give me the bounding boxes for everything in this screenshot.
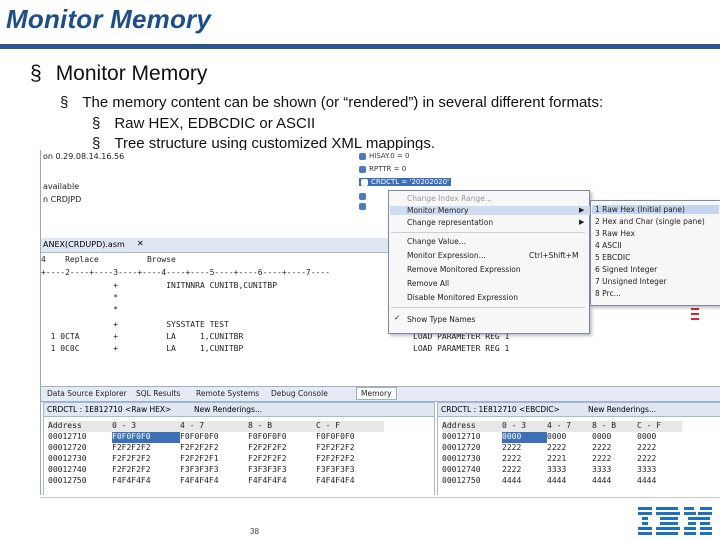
variable-icon bbox=[359, 202, 366, 210]
bullet-text: Raw HEX, EDBCDIC or ASCII bbox=[114, 115, 316, 132]
close-icon[interactable]: ✕ bbox=[137, 239, 144, 248]
tree-item[interactable] bbox=[359, 202, 369, 210]
submenu-item[interactable]: 4 ASCII bbox=[595, 241, 622, 250]
bullet-text: The memory content can be shown (or “ren… bbox=[82, 94, 604, 111]
submenu-arrow-icon: ▶ bbox=[579, 206, 585, 214]
submenu-item[interactable]: 5 EBCDIC bbox=[595, 253, 631, 262]
bullet-level3: § Tree structure using customized XML map… bbox=[92, 135, 435, 152]
tab-memory[interactable]: Memory bbox=[356, 387, 397, 400]
new-renderings-tab[interactable]: New Renderings... bbox=[588, 405, 657, 414]
code-comment: LOAD PARAMETER REG 1 bbox=[413, 332, 510, 341]
rendering-tab-bar: CRDCTL : 1E812710 <EBCDIC> New Rendering… bbox=[438, 403, 720, 417]
debugger-screenshot: on 0.29.08.14.16.56 available n CRDJPD H… bbox=[40, 150, 720, 495]
bullet-level3: § Raw HEX, EDBCDIC or ASCII bbox=[92, 115, 315, 132]
tab-data-source-explorer[interactable]: Data Source Explorer bbox=[47, 389, 127, 398]
menu-item-show-type-names[interactable]: Show Type Names bbox=[407, 315, 476, 324]
rendering-tab-bar: CRDCTL : 1E812710 <Raw HEX> New Renderin… bbox=[44, 403, 434, 417]
code-line: + INITNNRA CUNITB,CUNITBP bbox=[41, 281, 278, 290]
code-line: 1 0CTA + LA 1,CUNITBR bbox=[41, 332, 244, 341]
code-line: * bbox=[41, 305, 119, 314]
table-row[interactable]: 00012710 F0F0F0F0 F0F0F0F0 F0F0F0F0 F0F0… bbox=[48, 432, 355, 443]
table-row[interactable]: 00012750 4444 4444 4444 4444 bbox=[442, 476, 657, 485]
menu-item-disable-monitored-expression[interactable]: Disable Monitored Expression bbox=[407, 293, 519, 302]
tab-remote-systems[interactable]: Remote Systems bbox=[196, 389, 260, 398]
bullet-marker: § bbox=[60, 94, 69, 111]
tree-item[interactable] bbox=[359, 192, 369, 200]
submenu-item[interactable]: 3 Raw Hex bbox=[595, 229, 635, 238]
memory-table: Address 0 - 3 4 - 7 8 - B C - F 00012710… bbox=[442, 421, 682, 487]
rendering-submenu: 1 Raw Hex (Initial pane) 2 Hex and Char … bbox=[590, 200, 720, 306]
tab-debug-console[interactable]: Debug Console bbox=[271, 389, 328, 398]
menu-item-change-value[interactable]: Change Value... bbox=[407, 237, 466, 246]
menu-item-remove-all[interactable]: Remove All bbox=[407, 279, 450, 288]
footer-divider bbox=[40, 497, 720, 498]
code-line: 1 0C0C + LA 1,CUNITBP bbox=[41, 344, 244, 353]
info-line: available bbox=[43, 182, 80, 191]
context-menu: Change Index Range... Monitor Memory ▶ C… bbox=[388, 190, 592, 334]
menu-item-remove-monitored-expression[interactable]: Remove Monitored Expression bbox=[407, 265, 521, 274]
menu-item-monitor-memory[interactable]: Monitor Memory bbox=[390, 206, 592, 215]
bullet-marker: § bbox=[30, 62, 42, 85]
bullet-level1: § Monitor Memory bbox=[30, 62, 207, 86]
shortcut-label: Ctrl+Shift+M bbox=[529, 251, 579, 260]
bullet-text: Monitor Memory bbox=[55, 62, 208, 85]
bullet-marker: § bbox=[92, 115, 101, 132]
submenu-item[interactable]: 6 Signed Integer bbox=[595, 265, 658, 274]
memory-pane-right: CRDCTL : 1E812710 <EBCDIC> New Rendering… bbox=[437, 402, 720, 495]
ibm-logo bbox=[638, 507, 712, 535]
tab-sql-results[interactable]: SQL Results bbox=[136, 389, 181, 398]
rendering-tab-raw-hex[interactable]: CRDCTL : 1E812710 <Raw HEX> bbox=[47, 405, 172, 414]
menu-separator bbox=[391, 307, 585, 308]
new-renderings-tab[interactable]: New Renderings... bbox=[194, 405, 263, 414]
submenu-item[interactable]: 8 Prc... bbox=[595, 289, 621, 298]
code-line: + SYSSTATE TEST bbox=[41, 320, 229, 329]
checkmark-icon: ✓ bbox=[394, 313, 401, 322]
variables-tree: HISAY.0 = 0 RPTTR = 0 CRDCTL = '20202020… bbox=[341, 150, 681, 220]
table-row[interactable]: 00012730 2222 2221 2222 2222 bbox=[442, 454, 657, 463]
variable-icon bbox=[359, 192, 366, 200]
code-comment: LOAD PARAMETER REG 1 bbox=[413, 344, 510, 353]
variable-icon bbox=[359, 152, 366, 160]
slide-title: Monitor Memory bbox=[6, 4, 212, 34]
table-row[interactable]: 00012750 F4F4F4F4 F4F4F4F4 F4F4F4F4 F4F4… bbox=[48, 476, 355, 485]
memory-table: Address 0 - 3 4 - 7 8 - B C - F 00012710… bbox=[48, 421, 384, 487]
rendering-tab-ebcdic[interactable]: CRDCTL : 1E812710 <EBCDIC> bbox=[441, 405, 560, 414]
code-line: * bbox=[41, 293, 119, 302]
table-row[interactable]: 00012720 2222 2222 2222 2222 bbox=[442, 443, 657, 452]
menu-item-change-representation[interactable]: Change representation bbox=[407, 218, 494, 227]
memory-pane-left: CRDCTL : 1E812710 <Raw HEX> New Renderin… bbox=[43, 402, 435, 495]
table-row[interactable]: 00012740 2222 3333 3333 3333 bbox=[442, 465, 657, 474]
tree-item[interactable]: RPTTR = 0 bbox=[359, 165, 406, 173]
editor-ruler: +----2----+----3----+----4----+----5----… bbox=[41, 268, 330, 277]
menu-item-change-index-range[interactable]: Change Index Range... bbox=[407, 194, 493, 203]
page-number: 38 bbox=[250, 527, 259, 536]
submenu-item[interactable]: 2 Hex and Char (single pane) bbox=[595, 217, 705, 226]
overview-ruler bbox=[689, 300, 701, 360]
bullet-level2: § The memory content can be shown (or “re… bbox=[60, 94, 603, 111]
tree-item[interactable]: HISAY.0 = 0 bbox=[359, 152, 409, 160]
table-row[interactable]: 00012730 F2F2F2F2 F2F2F2F1 F2F2F2F2 F2F2… bbox=[48, 454, 355, 463]
menu-item-monitor-expression[interactable]: Monitor Expression... bbox=[407, 251, 486, 260]
tree-item-selected[interactable]: CRDCTL = '20202020' bbox=[359, 178, 451, 186]
table-row[interactable]: 00012740 F2F2F2F2 F3F3F3F3 F3F3F3F3 F3F3… bbox=[48, 465, 355, 474]
bullet-marker: § bbox=[92, 135, 101, 152]
submenu-arrow-icon: ▶ bbox=[579, 218, 585, 226]
variable-icon bbox=[361, 178, 368, 186]
views-tab-bar: Data Source Explorer SQL Results Remote … bbox=[41, 386, 720, 402]
variable-icon bbox=[359, 165, 366, 173]
table-row[interactable]: 00012720 F2F2F2F2 F2F2F2F2 F2F2F2F2 F2F2… bbox=[48, 443, 355, 452]
submenu-item[interactable]: 7 Unsigned Integer bbox=[595, 277, 667, 286]
info-line: n CRDJPD bbox=[43, 195, 82, 204]
info-line: on 0.29.08.14.16.56 bbox=[43, 152, 125, 161]
menu-separator bbox=[391, 232, 585, 233]
submenu-item[interactable]: 1 Raw Hex (Initial pane) bbox=[592, 205, 719, 214]
table-row[interactable]: 00012710 0000 0000 0000 0000 bbox=[442, 432, 657, 443]
table-header: Address 0 - 3 4 - 7 8 - B C - F bbox=[48, 421, 384, 432]
table-header: Address 0 - 3 4 - 7 8 - B C - F bbox=[442, 421, 682, 432]
editor-ruler-labels: 4 Replace Browse bbox=[41, 255, 176, 264]
editor-tab[interactable]: ANEX(CRDUPD).asm bbox=[43, 240, 125, 249]
title-underline bbox=[0, 44, 720, 49]
bullet-text: Tree structure using customized XML mapp… bbox=[114, 135, 436, 152]
